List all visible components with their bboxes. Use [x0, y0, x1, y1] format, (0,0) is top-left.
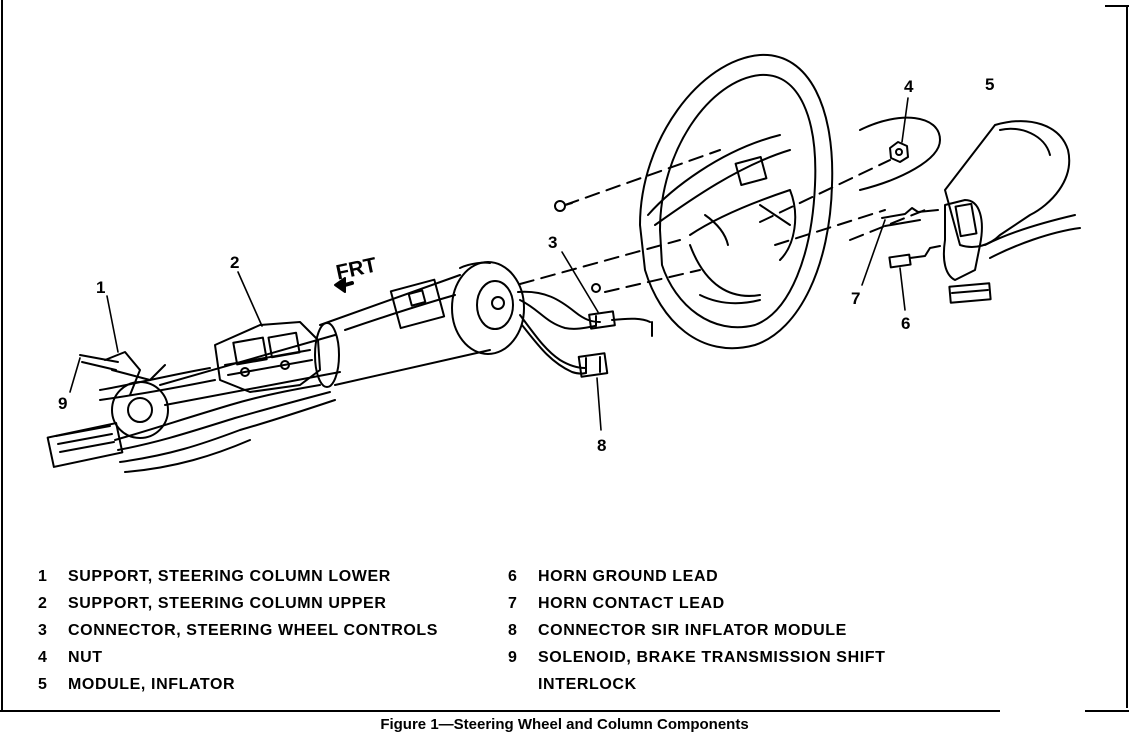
legend-number: 4	[38, 649, 48, 666]
callout-1: 1	[96, 278, 106, 297]
wiring-harness-lower	[46, 367, 336, 473]
legend-text: HORN GROUND LEAD	[538, 568, 719, 585]
column-jacket	[314, 274, 491, 388]
legend-right: 6 HORN GROUND LEAD 7 HORN CONTACT LEAD 8…	[508, 568, 968, 698]
legend-text: HORN CONTACT LEAD	[538, 595, 725, 612]
legend-number: 5	[38, 676, 48, 693]
callout-7: 7	[851, 289, 861, 308]
horn-leads	[881, 207, 941, 269]
callout-leaders	[69, 97, 909, 431]
legend-text: SUPPORT, STEERING COLUMN LOWER	[68, 568, 391, 585]
alignment-dashes	[519, 149, 926, 341]
legend-left: 1 SUPPORT, STEERING COLUMN LOWER 2 SUPPO…	[38, 568, 498, 698]
callout-5: 5	[985, 75, 995, 94]
connector-steering-wheel-controls	[588, 310, 616, 330]
legend-text: CONNECTOR, STEERING WHEEL CONTROLS	[68, 622, 439, 639]
steering-wheel	[639, 53, 941, 350]
legend-number: 7	[508, 595, 518, 612]
upper-support-bracket	[214, 321, 321, 393]
mounting-screws	[554, 200, 601, 293]
legend-number: 3	[38, 622, 48, 639]
legend-number: 9	[508, 649, 518, 666]
legend-number: 1	[38, 568, 48, 585]
figure-caption: Figure 1—Steering Wheel and Column Compo…	[380, 716, 749, 733]
legend-number: 2	[38, 595, 48, 612]
inflator-module	[942, 120, 1081, 304]
legend-text: CONNECTOR SIR INFLATOR MODULE	[538, 622, 847, 639]
front-direction-arrow	[334, 277, 354, 293]
steering-column-shaft	[159, 334, 341, 406]
legend-text: SUPPORT, STEERING COLUMN UPPER	[68, 595, 387, 612]
coil-assembly	[451, 261, 525, 355]
legend-text: NUT	[68, 649, 103, 666]
legend-text: INTERLOCK	[538, 676, 637, 693]
callout-3: 3	[548, 233, 558, 252]
lower-support-bracket	[79, 351, 169, 439]
legend-text: SOLENOID, BRAKE TRANSMISSION SHIFT	[538, 649, 886, 666]
callout-8: 8	[597, 436, 607, 455]
callout-6: 6	[901, 314, 911, 333]
legend-number: 8	[508, 622, 518, 639]
legend-text: MODULE, INFLATOR	[68, 676, 236, 693]
legend-number: 6	[508, 568, 518, 585]
coil-pigtail-wires	[517, 290, 651, 375]
connector-sir-inflator	[577, 352, 609, 378]
callout-4: 4	[904, 77, 914, 96]
callout-2: 2	[230, 253, 240, 272]
nut	[889, 141, 909, 163]
callout-9: 9	[58, 394, 68, 413]
